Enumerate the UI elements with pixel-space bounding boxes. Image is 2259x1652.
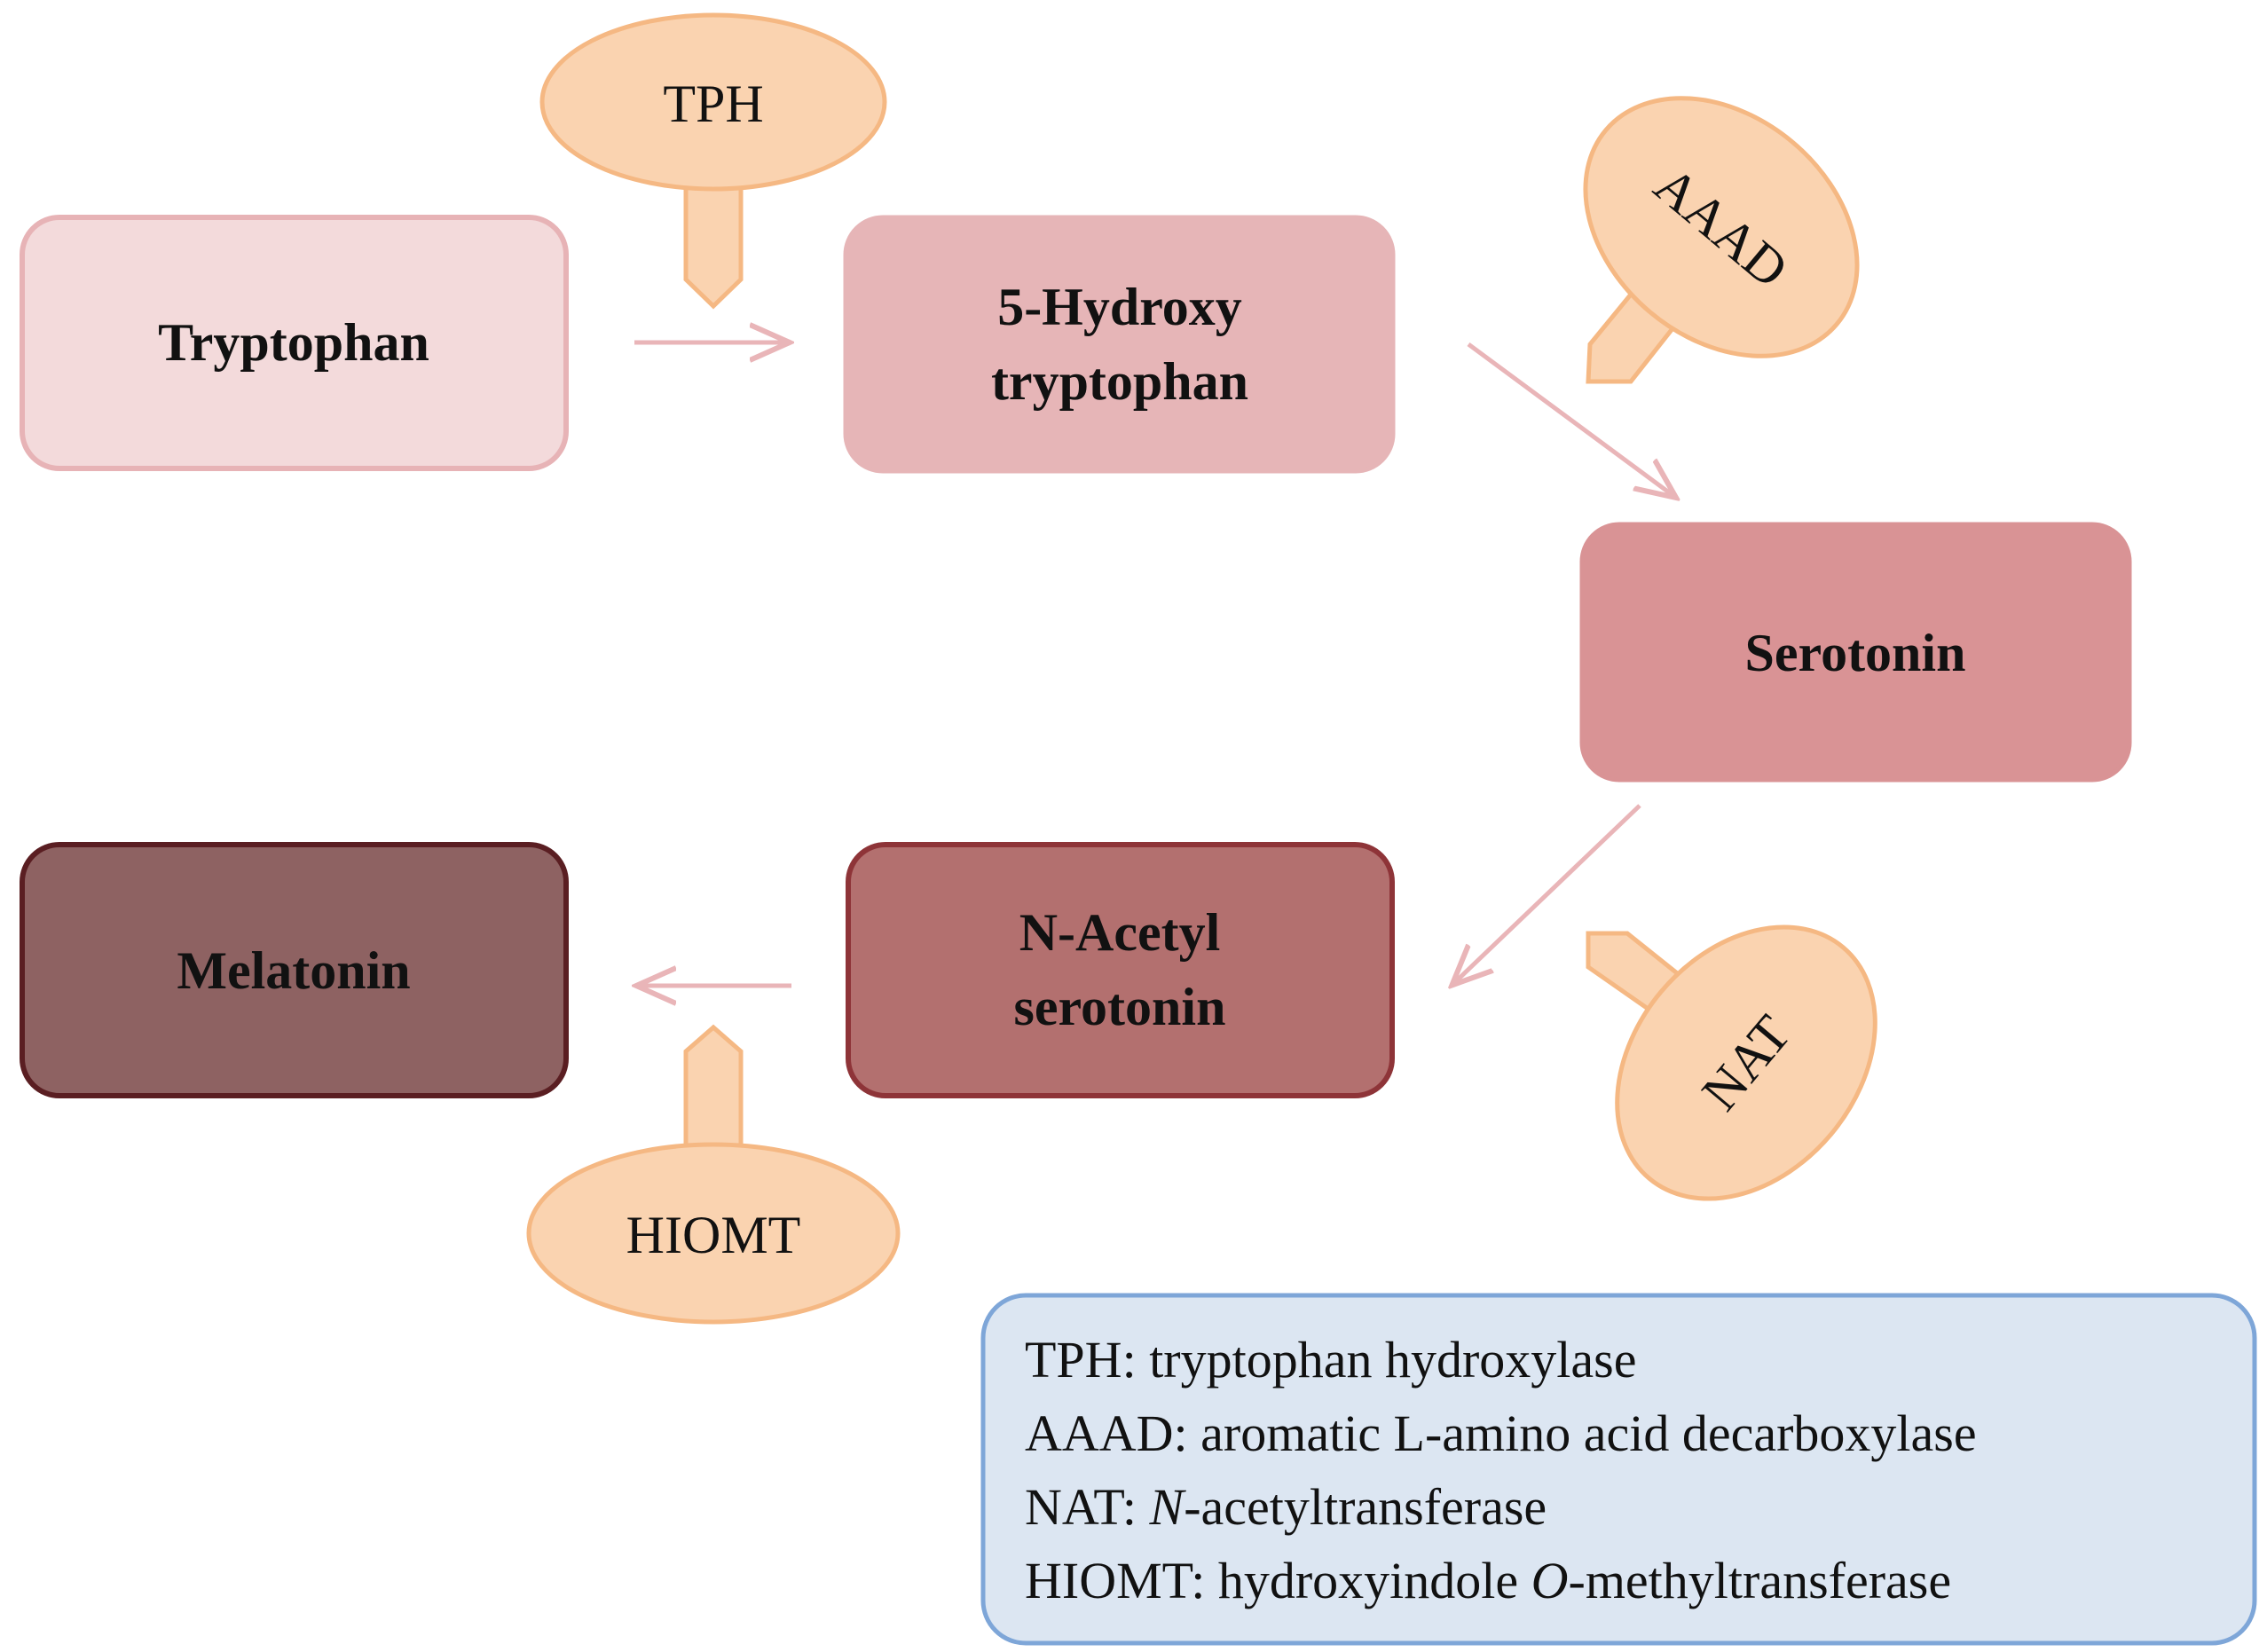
enzyme-nat-ellipse — [1615, 924, 1877, 1201]
node-n-acetylserotonin-line2: serotonin — [1014, 978, 1226, 1036]
legend-tph-full: tryptophan hydroxylase — [1137, 1331, 1637, 1388]
node-serotonin-label: Serotonin — [1745, 624, 1966, 682]
legend-hiomt-pre: hydroxyindole — [1205, 1552, 1531, 1609]
legend-hiomt-abbr: HIOMT: — [1025, 1552, 1205, 1609]
enzyme-aaad: AAAD — [1583, 96, 1860, 384]
legend-entry-nat: NAT: N-acetyltransferase — [1025, 1478, 1547, 1536]
legend-hiomt-italic: O — [1531, 1552, 1569, 1609]
node-n-acetylserotonin: N-Acetyl serotonin — [846, 842, 1395, 1098]
node-n-acetylserotonin-line1: N-Acetyl — [1019, 903, 1221, 962]
node-5-hydroxytryptophan-line1: 5-Hydroxy — [997, 278, 1242, 336]
legend-aaad-abbr: AAAD: — [1025, 1404, 1188, 1462]
node-melatonin-label: Melatonin — [177, 941, 410, 1000]
legend-nat-full: -acetyltransferase — [1184, 1478, 1547, 1536]
legend-entry-aaad: AAAD: aromatic L-amino acid decarboxylas… — [1025, 1404, 1977, 1462]
enzyme-hiomt-label: HIOMT — [626, 1206, 801, 1264]
legend-hiomt-full: -methyltransferase — [1569, 1552, 1952, 1609]
enzyme-tph-ellipse — [539, 12, 887, 192]
enzyme-hiomt: HIOMT — [526, 1024, 901, 1325]
legend: TPH: tryptophan hydroxylase AAAD: aromat… — [980, 1293, 2257, 1646]
node-serotonin: Serotonin — [1579, 522, 2132, 783]
node-n-acetylserotonin-box — [846, 842, 1395, 1098]
legend-entry-tph: TPH: tryptophan hydroxylase — [1025, 1331, 1636, 1388]
enzyme-tph-stem — [683, 179, 744, 310]
legend-nat-abbr: NAT: — [1025, 1478, 1137, 1536]
node-melatonin-box — [20, 842, 569, 1098]
node-tryptophan-label: Tryptophan — [158, 313, 429, 372]
enzyme-tph: TPH — [539, 12, 887, 310]
node-tryptophan: Tryptophan — [20, 215, 569, 471]
enzyme-hiomt-stem — [683, 1024, 744, 1152]
node-melatonin: Melatonin — [20, 842, 569, 1098]
legend-entry-hiomt: HIOMT: hydroxyindole O-methyltransferase — [1025, 1552, 1951, 1609]
node-5-hydroxytryptophan: 5-Hydroxy tryptophan — [843, 215, 1396, 474]
node-5-hydroxytryptophan-box — [843, 215, 1396, 474]
enzyme-nat: NAT — [1586, 924, 1877, 1201]
legend-box — [980, 1293, 2257, 1646]
reaction-arrows — [634, 342, 1673, 986]
legend-tph-abbr: TPH: — [1025, 1331, 1137, 1388]
node-serotonin-box — [1579, 522, 2132, 783]
node-5-hydroxytryptophan-line2: tryptophan — [991, 352, 1248, 411]
node-tryptophan-box — [20, 215, 569, 471]
arrow-serotonin-to-nas — [1455, 804, 1641, 982]
arrow-5htp-to-serotonin — [1467, 342, 1673, 495]
enzyme-tph-label: TPH — [663, 75, 763, 133]
enzyme-aaad-ellipse — [1583, 96, 1860, 358]
legend-aaad-full: aromatic L-amino acid decarboxylase — [1188, 1404, 1977, 1462]
legend-nat-italic: N — [1149, 1478, 1187, 1536]
enzyme-hiomt-ellipse — [526, 1142, 901, 1325]
